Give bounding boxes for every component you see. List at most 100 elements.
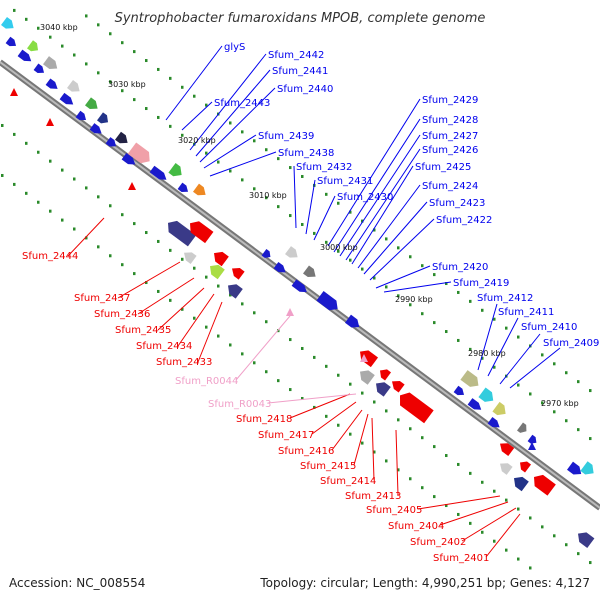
gc-dot: [217, 160, 220, 164]
gc-dot: [241, 130, 244, 134]
gc-dot: [13, 182, 16, 186]
callout-line: [177, 293, 215, 347]
gene-arrow: [89, 123, 102, 134]
gc-dot: [193, 94, 196, 98]
gene-feature: [184, 252, 197, 264]
gene-arrow: [1, 16, 14, 29]
gc-dot: [289, 338, 292, 342]
callout-line: [67, 217, 105, 257]
gc-dot: [109, 204, 112, 208]
gc-dot: [325, 414, 328, 418]
gene-arrow: [17, 49, 32, 62]
callout-line: [293, 165, 297, 229]
kbp-mark: 2970 kbp: [541, 399, 579, 408]
gc-dot: [541, 525, 544, 529]
gc-dot: [565, 419, 568, 423]
gc-dot: [301, 174, 304, 178]
gene-label: Sfum_2411: [498, 307, 554, 318]
callout-line: [363, 201, 428, 275]
callout-line: [357, 184, 421, 269]
callout-line: [509, 347, 561, 389]
gc-dot: [229, 293, 232, 297]
callout-line: [345, 148, 421, 261]
gene-arrow: [567, 461, 582, 475]
gc-dot: [529, 392, 532, 396]
gc-dot: [349, 258, 352, 262]
gene-arrow: [400, 392, 434, 424]
gc-dot: [325, 364, 328, 368]
gene-label: Sfum_2404: [388, 521, 444, 532]
kbp-mark: 3000 kbp: [320, 243, 358, 252]
gene-feature: [500, 443, 515, 457]
gene-arrow: [380, 369, 392, 381]
gc-dot: [181, 307, 184, 311]
kbp-mark: 3030 kbp: [108, 80, 146, 89]
gc-dot: [361, 219, 364, 223]
gene-label: Sfum_2402: [410, 537, 466, 548]
gene-label: Sfum_2413: [345, 491, 401, 502]
gc-dot: [481, 356, 484, 360]
gc-dot: [169, 298, 172, 302]
gc-dot: [277, 379, 280, 383]
gc-dot: [229, 169, 232, 173]
gc-dot: [181, 133, 184, 137]
gc-dot: [85, 14, 88, 18]
gene-arrow: [85, 97, 98, 110]
callout-line: [375, 265, 431, 289]
gc-dot: [373, 276, 376, 280]
callout-line: [333, 118, 421, 253]
gene-feature: [285, 246, 298, 258]
gene-feature: [316, 291, 338, 311]
gc-dot: [577, 428, 580, 432]
gene-arrow: [193, 183, 206, 196]
gc-dot: [289, 166, 292, 170]
gc-dot: [529, 566, 532, 570]
gene-arrow: [376, 382, 391, 397]
gc-dot: [49, 159, 52, 163]
gc-dot: [265, 196, 268, 200]
gc-dot: [373, 400, 376, 404]
gc-dot: [133, 50, 136, 54]
gc-dot: [565, 543, 568, 547]
gene-label: Sfum_2405: [366, 505, 422, 516]
gc-dot: [589, 561, 592, 565]
kbp-mark: 3040 kbp: [40, 23, 78, 32]
gc-dot: [289, 388, 292, 392]
gc-dot: [493, 539, 496, 543]
gc-dot: [97, 71, 100, 75]
gene-feature: [514, 476, 529, 492]
accession-text: Accession: NC_008554: [9, 576, 145, 590]
callout-line: [383, 281, 452, 293]
gc-dot: [73, 177, 76, 181]
gene-arrow: [285, 246, 298, 258]
gc-dot: [241, 352, 244, 356]
gene-feature: [33, 63, 45, 73]
gc-dot: [85, 236, 88, 240]
callout-line: [137, 277, 195, 315]
gene-label: Sfum_2444: [22, 251, 78, 262]
gene-feature: [232, 268, 245, 280]
gc-dot: [469, 471, 472, 475]
gene-feature: [460, 370, 479, 387]
gene-feature: [453, 385, 465, 396]
gene-feature: [520, 461, 532, 473]
gene-label: Sfum_2434: [136, 341, 192, 352]
gc-dot: [157, 239, 160, 243]
callout-line: [209, 151, 277, 177]
gc-dot: [493, 489, 496, 493]
gene-label: Sfum_2425: [415, 162, 471, 173]
gene-label: Sfum_2433: [156, 357, 212, 368]
gc-dot: [229, 343, 232, 347]
forward-gene-labels: glyS Sfum_2442 Sfum_2441 Sfum_2440 Sfum_…: [214, 42, 599, 349]
gene-label: Sfum_R0044: [175, 376, 238, 387]
gene-label: Sfum_2423: [429, 198, 485, 209]
callout-line: [313, 195, 336, 241]
callout-line: [305, 179, 316, 235]
callout-line: [117, 261, 181, 299]
gene-label: Sfum_2440: [277, 84, 333, 95]
gc-dot: [481, 480, 484, 484]
gc-dot: [193, 266, 196, 270]
gc-dot: [205, 151, 208, 155]
gc-dot: [133, 272, 136, 276]
